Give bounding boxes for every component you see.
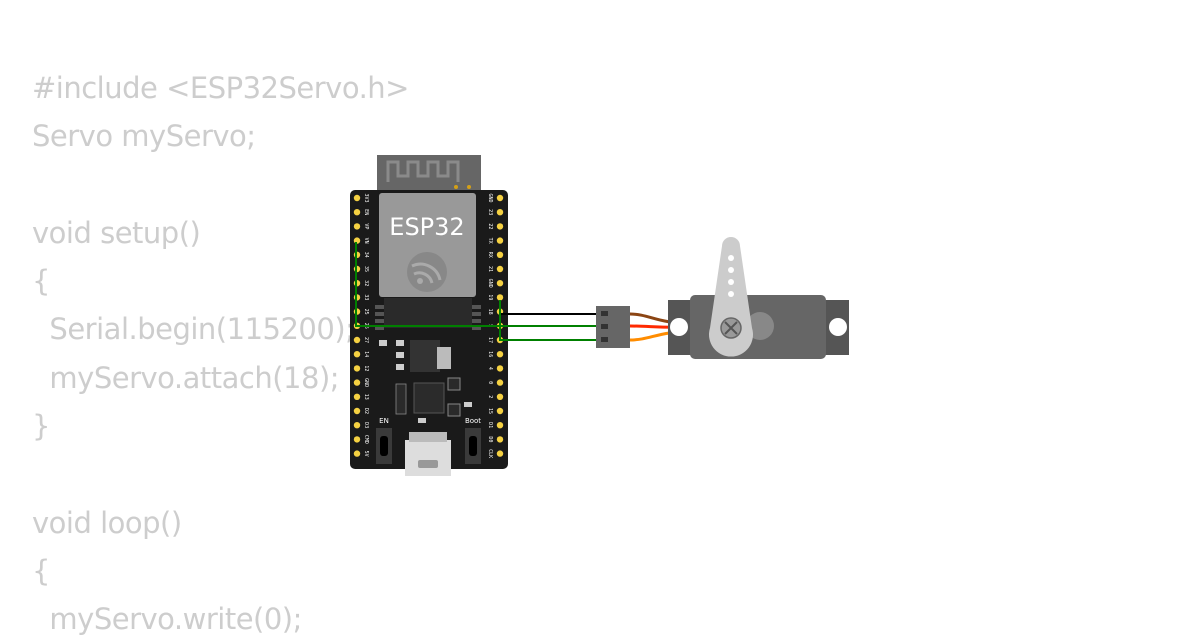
pin-label: 23: [487, 209, 493, 215]
code-line: void loop(): [32, 505, 182, 540]
en-button[interactable]: [376, 428, 392, 464]
button-en-label: EN: [379, 417, 389, 425]
pin-label: 32: [363, 280, 369, 286]
micro-usb-port: [405, 432, 451, 476]
pin-15[interactable]: [496, 407, 504, 415]
pin-label: 4: [487, 367, 493, 370]
pin-label: 22: [487, 223, 493, 229]
left-pin-header: 3V3ENVPVN343532332526271412GND13D2D3CMD5…: [353, 193, 369, 457]
pin-label: VN: [363, 238, 369, 244]
pin-label: 0: [487, 381, 493, 384]
pin-rx[interactable]: [496, 251, 504, 258]
espressif-logo-icon: [407, 252, 447, 292]
code-line: Serial.begin(115200);: [32, 312, 355, 347]
pin-label: TX: [487, 238, 493, 244]
pin-d3[interactable]: [353, 422, 361, 429]
pin-label: 35: [363, 266, 369, 272]
code-line: myServo.attach(18);: [32, 360, 340, 395]
code-line: Servo myServo;: [32, 119, 256, 154]
pin-label: CMD: [363, 435, 369, 444]
pin-gnd[interactable]: [496, 194, 504, 202]
pin-gnd[interactable]: [496, 280, 504, 287]
esp32-board[interactable]: ESP32 EN Boot: [350, 155, 508, 476]
pin-d1[interactable]: [496, 422, 504, 429]
pin-label: GND: [487, 279, 493, 288]
pin-label: 12: [363, 365, 369, 371]
pin-14[interactable]: [353, 351, 361, 358]
pin-label: D0: [487, 436, 493, 442]
pin-5v[interactable]: [353, 450, 361, 457]
pin-label: 25: [363, 309, 369, 315]
pin-19[interactable]: [496, 294, 504, 301]
pin-label: 17: [487, 337, 493, 343]
pin-clk[interactable]: [496, 450, 504, 457]
pin-label: CLK: [487, 449, 493, 458]
pin-label: 16: [487, 351, 493, 357]
pin-4[interactable]: [496, 365, 504, 372]
pin-23[interactable]: [496, 209, 504, 216]
pin-27[interactable]: [353, 336, 361, 344]
antenna-trace: [386, 160, 460, 182]
pin-label: 3V3: [363, 193, 369, 202]
code-line: {: [32, 264, 50, 299]
pin-3v3[interactable]: [353, 194, 361, 202]
pin-tx[interactable]: [496, 237, 504, 244]
chip-label: ESP32: [389, 213, 464, 241]
code-line: {: [32, 553, 50, 588]
servo-connector[interactable]: [596, 306, 630, 348]
pin-label: 5V: [363, 451, 369, 457]
pin-label: VP: [363, 223, 369, 229]
pin-label: D1: [487, 422, 493, 428]
pin-label: EN: [363, 209, 369, 215]
pin-16[interactable]: [496, 351, 504, 358]
mount-hole-left: [670, 318, 688, 336]
pin-13[interactable]: [353, 393, 361, 400]
simulation-canvas: ESP32 EN Boot: [350, 155, 849, 476]
wire-vcc[interactable]: [355, 242, 598, 327]
shield-can: [379, 193, 476, 297]
pin-label: 15: [487, 408, 493, 414]
voltage-regulator: [410, 340, 440, 372]
code-line: #include <ESP32Servo.h>: [32, 71, 409, 105]
pin-label: 21: [487, 266, 493, 272]
pin-21[interactable]: [496, 265, 504, 273]
pin-d2[interactable]: [353, 407, 361, 415]
pin-label: 14: [363, 351, 369, 357]
boot-button[interactable]: [465, 428, 481, 464]
pin-gnd[interactable]: [353, 379, 361, 386]
screw-icon: [720, 317, 742, 339]
pin-label: D2: [363, 408, 369, 414]
pin-cmd[interactable]: [353, 436, 361, 443]
pin-label: 13: [363, 394, 369, 400]
pin-label: D3: [363, 422, 369, 428]
pin-label: 2: [487, 395, 493, 398]
pin-label: 27: [363, 337, 369, 343]
pin-label: GND: [487, 193, 493, 202]
pin-label: 33: [363, 294, 369, 300]
pin-22[interactable]: [496, 223, 504, 230]
pin-label: RX: [487, 252, 493, 258]
pin-label: 19: [487, 294, 493, 300]
mount-hole-right: [829, 318, 847, 336]
servo-motor[interactable]: [668, 237, 849, 359]
code-line: void setup(): [32, 215, 201, 250]
usb-chip: [413, 382, 445, 414]
wire-signal[interactable]: [499, 300, 598, 341]
pin-d0[interactable]: [496, 436, 504, 443]
pin-label: GND: [363, 378, 369, 387]
pin-label: 34: [363, 252, 369, 258]
wires: [355, 242, 598, 341]
pin-2[interactable]: [496, 393, 504, 400]
servo-horn[interactable]: [709, 237, 753, 357]
pin-12[interactable]: [353, 365, 361, 372]
pin-en[interactable]: [353, 209, 361, 216]
pin-label: 18: [487, 309, 493, 315]
pin-0[interactable]: [496, 379, 504, 386]
code-line: }: [32, 409, 50, 444]
button-boot-label: Boot: [465, 417, 481, 425]
pin-vp[interactable]: [353, 223, 361, 230]
